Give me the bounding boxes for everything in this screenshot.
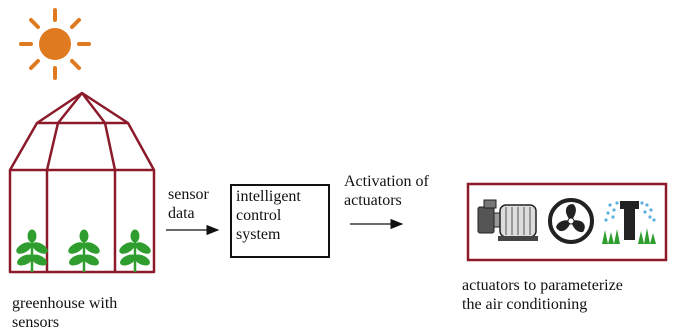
greenhouse-label-line1: greenhouse with bbox=[12, 295, 118, 312]
control-system-line1: intelligent bbox=[236, 188, 301, 205]
plant-icon bbox=[16, 229, 48, 272]
control-system-line2: control bbox=[236, 207, 282, 224]
sensor-data-label-line1: sensor bbox=[168, 186, 209, 203]
sprinkler-icon bbox=[602, 201, 656, 244]
activation-label-line1: Activation of bbox=[344, 173, 429, 190]
actuators-frame bbox=[466, 182, 668, 262]
pump-motor-icon bbox=[477, 199, 538, 241]
actuators-label-line2: the air conditioning bbox=[462, 296, 588, 313]
sensor-data-label-line2: data bbox=[168, 205, 195, 222]
greenhouse bbox=[8, 91, 156, 274]
fan-icon bbox=[548, 198, 594, 244]
greenhouse-label-line2: sensors bbox=[12, 314, 60, 331]
plant-icon bbox=[119, 229, 151, 272]
activation-label-line2: actuators bbox=[344, 192, 402, 209]
control-system-line3: system bbox=[236, 226, 281, 243]
actuators-label-line1: actuators to parameterize bbox=[462, 277, 623, 294]
plant-icon bbox=[68, 229, 100, 272]
sun-icon bbox=[19, 8, 91, 80]
control-system-box: intelligent control system bbox=[230, 184, 330, 258]
